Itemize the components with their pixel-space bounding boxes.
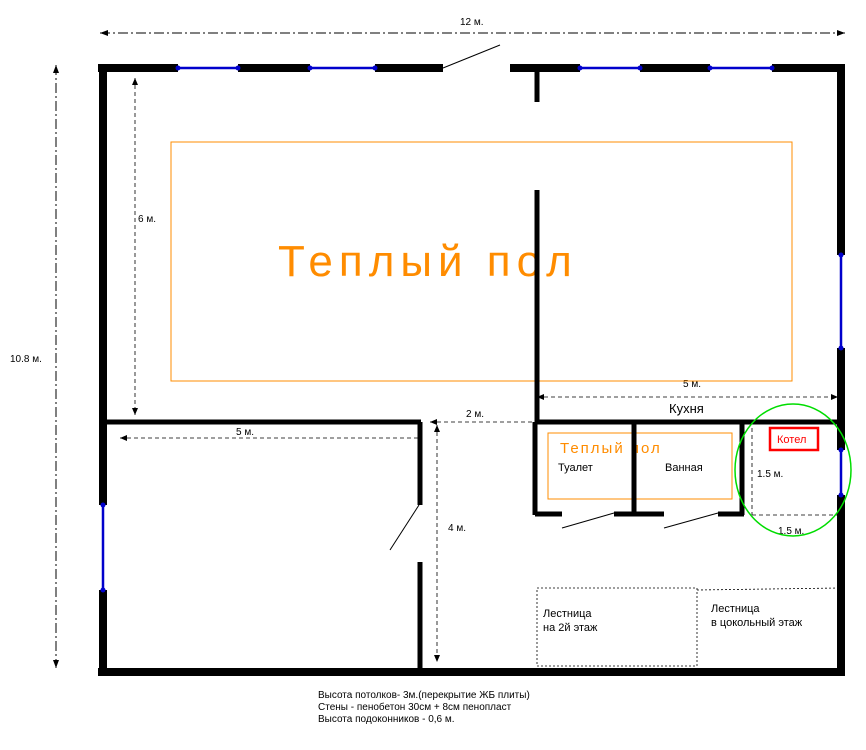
arrow-living-top [132,78,138,85]
dim-hall-depth: 4 м. [448,523,466,534]
dim-living-depth: 6 м. [138,214,156,225]
stairs-up-label-1: Лестница [543,608,592,620]
dim-boiler-height: 1.5 м. [757,469,783,480]
heated-floor-bath-zone [547,432,733,500]
stairs-down-label-1: Лестница [711,603,760,615]
note-walls: Стены - пенобетон 30см + 8см пенопласт [318,702,512,713]
dim-total-height: 10.8 м. [10,354,42,365]
arrow-kitchen-right [831,394,838,400]
arrow-kitchen-left [537,394,544,400]
dim-boiler-width: 1.5 м. [778,526,804,537]
arrow-right [837,30,845,36]
boiler-box [768,426,820,452]
notes-block: Высота потолков- 3м.(перекрытие ЖБ плиты… [318,690,530,726]
arrow-bottom [53,660,59,668]
boiler-label: Котел [777,434,806,446]
arrow-living-bottom [132,408,138,415]
arrow-hall-depth-bottom [434,655,440,662]
dim-total-width: 12 м. [460,17,484,28]
arrow-hall-left [430,419,437,425]
dim-bedroom-width: 5 м. [236,427,254,438]
heated-floor-main-zone [170,141,793,382]
arrow-left [100,30,108,36]
stairs-up [536,587,698,667]
boiler-zone-circle [734,403,852,537]
heated-floor-bath-label: Теплый пол [560,440,662,457]
heated-floor-main-label: Теплый пол [278,237,578,286]
note-ceiling-height: Высота потолков- 3м.(перекрытие ЖБ плиты… [318,690,530,701]
windows [101,66,843,590]
stairs-down-label-2: в цокольный этаж [711,617,803,629]
arrow-hall-depth-top [434,425,440,432]
note-sill-height: Высота подоконников - 0,6 м. [318,714,455,725]
stairs-down-outline [696,587,841,591]
interior-walls [103,72,839,670]
door-swings [389,44,719,551]
room-kitchen-label: Кухня [669,401,704,416]
dim-hall-width: 2 м. [466,409,484,420]
room-toilet-label: Туалет [558,462,593,474]
dim-kitchen-width: 5 м. [683,379,701,390]
arrow-top [53,65,59,73]
room-bathroom-label: Ванная [665,462,703,474]
arrow-bedroom-left [120,435,127,441]
outer-walls [98,64,845,676]
stairs-up-label-2: на 2й этаж [543,622,598,634]
